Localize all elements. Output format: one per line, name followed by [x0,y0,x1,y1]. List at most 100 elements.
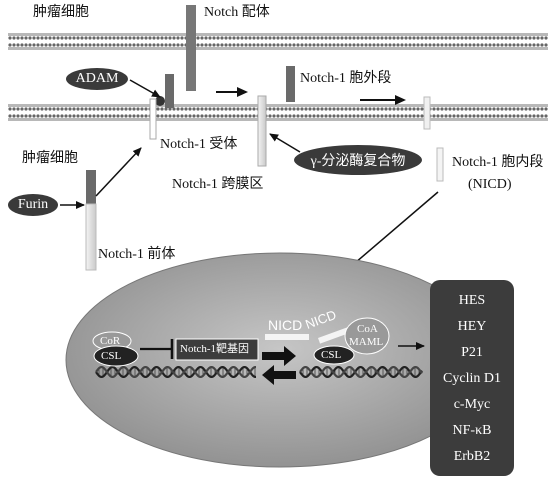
membrane-dot [444,107,448,111]
membrane-dot [396,43,400,47]
adam-pill: ADAM [66,68,128,90]
membrane-dot [448,114,452,118]
membrane-dot [384,114,388,118]
target-gene-item: HEY [457,319,487,334]
membrane-dot [412,43,416,47]
membrane-dot [272,43,276,47]
membrane-dot [224,36,228,40]
membrane-dot [388,36,392,40]
target-gene-item: HES [458,293,486,308]
membrane-dot [528,107,532,111]
membrane-dot [408,43,412,47]
membrane-dot [512,107,516,111]
membrane-dot [508,107,512,111]
membrane-dot [340,43,344,47]
cor-label: CoR [100,335,121,347]
membrane-dot [232,43,236,47]
membrane-dot [124,107,128,111]
membrane-dot [508,43,512,47]
membrane-dot [516,43,520,47]
membrane-dot [244,36,248,40]
membrane-dot [252,36,256,40]
membrane-dot [112,114,116,118]
membrane-dot [212,107,216,111]
membrane-dot [156,107,160,111]
membrane-dot [84,114,88,118]
membrane-dot [384,107,388,111]
membrane-dot [48,107,52,111]
membrane-dot [120,43,124,47]
membrane-dot [192,107,196,111]
csl-left-label: CSL [101,350,122,362]
membrane-dot [380,43,384,47]
membrane-dot [292,107,296,111]
membrane-dot [372,114,376,118]
membrane-dot [116,114,120,118]
membrane-dot [92,107,96,111]
membrane-dot [168,107,172,111]
notch-ligand-bar [186,5,196,91]
membrane-dot [236,114,240,118]
membrane-dot [216,114,220,118]
membrane-dot [448,36,452,40]
upper-membrane [8,33,548,50]
membrane-dot [324,114,328,118]
membrane-dot [12,36,16,40]
membrane-dot [480,36,484,40]
target-gene-box [175,338,259,361]
membrane-dot [312,107,316,111]
membrane-dot [120,114,124,118]
membrane-dot [204,36,208,40]
membrane-dot [356,107,360,111]
membrane-dot [540,107,544,111]
membrane-dot [296,36,300,40]
membrane-dot [412,36,416,40]
membrane-dot [360,114,364,118]
membrane-dot [456,36,460,40]
membrane-dot [292,114,296,118]
membrane-dot [200,36,204,40]
membrane-dot [340,107,344,111]
membrane-dot [448,107,452,111]
csl-left-ellipse [93,345,139,367]
membrane-dot [488,114,492,118]
membrane-dot [452,114,456,118]
membrane-dot [20,43,24,47]
membrane-dot [504,107,508,111]
membrane-dot [140,114,144,118]
membrane-dot [12,107,16,111]
membrane-dot [84,36,88,40]
membrane-dot [284,107,288,111]
nicd-free-bar [436,147,444,182]
membrane-dot [280,107,284,111]
membrane-dot [416,107,420,111]
membrane-dot [348,43,352,47]
adam-bar [165,74,174,108]
membrane-dot [24,114,28,118]
target-gene-item: c-Myc [453,397,491,412]
membrane-dot [348,107,352,111]
membrane-dot [352,114,356,118]
membrane-dot [464,43,468,47]
membrane-dot [132,36,136,40]
membrane-dot [512,43,516,47]
membrane-dot [248,43,252,47]
membrane-dot [544,43,548,47]
membrane-dot [52,43,56,47]
membrane-dot [136,107,140,111]
membrane-dot [280,114,284,118]
membrane-dot [188,107,192,111]
membrane-dot [440,114,444,118]
membrane-dot [156,36,160,40]
membrane-dot [16,43,20,47]
membrane-dot [524,43,528,47]
membrane-dot [164,43,168,47]
membrane-dot [68,43,72,47]
membrane-dot [356,43,360,47]
membrane-dot [316,107,320,111]
membrane-dot [160,107,164,111]
membrane-dot [392,43,396,47]
membrane-dot [72,114,76,118]
membrane-dot [532,43,536,47]
